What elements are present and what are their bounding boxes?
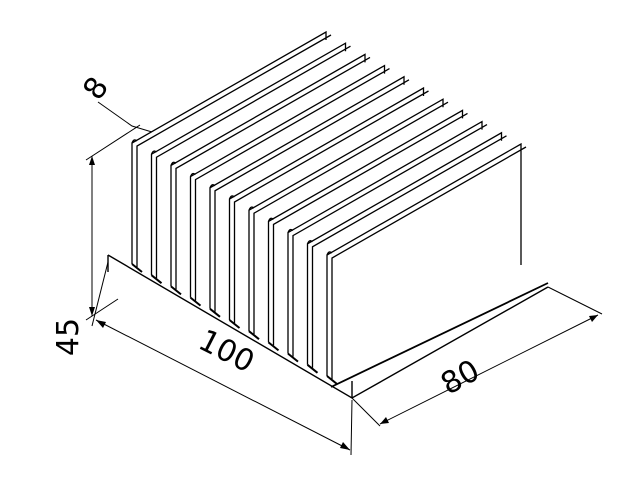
depth-arrow-right [589,315,598,322]
base-bottom-edge [330,282,549,388]
fin-root-line [150,274,163,284]
width-arrow-right [340,442,350,450]
fin [189,64,390,301]
fin [170,53,371,290]
height-dimension-line [85,124,141,321]
depth-dimension-line [351,286,603,427]
fin [209,75,410,312]
width-dimension-line [91,261,353,456]
fin-root-line [287,352,299,363]
fin [267,109,468,346]
fin-root-line [306,364,319,374]
fins-group [131,30,527,385]
fin-root-line [228,319,241,329]
fin-root-line [267,341,280,352]
fin [150,42,351,279]
height-arrow-top [89,156,95,165]
fin-root-line [209,308,221,318]
fin-root-line [170,285,182,296]
fin [248,98,449,335]
fin [131,30,332,267]
height-dimension-label: 45 [51,318,86,356]
fin-root-line [189,296,202,307]
fin-root-line [248,330,260,340]
thickness-dimension-line [97,101,153,133]
fin [326,142,527,379]
depth-arrow-left [380,417,389,424]
fin-root-line [326,375,338,385]
fin [228,86,429,323]
thickness-dimension-label: 8 [76,71,116,107]
depth-dimension-label: 80 [435,353,485,402]
fin [287,120,488,357]
height-arrow-bottom [89,307,95,316]
fin [306,131,507,368]
fin-root-line [131,263,143,273]
width-arrow-left [96,320,106,328]
